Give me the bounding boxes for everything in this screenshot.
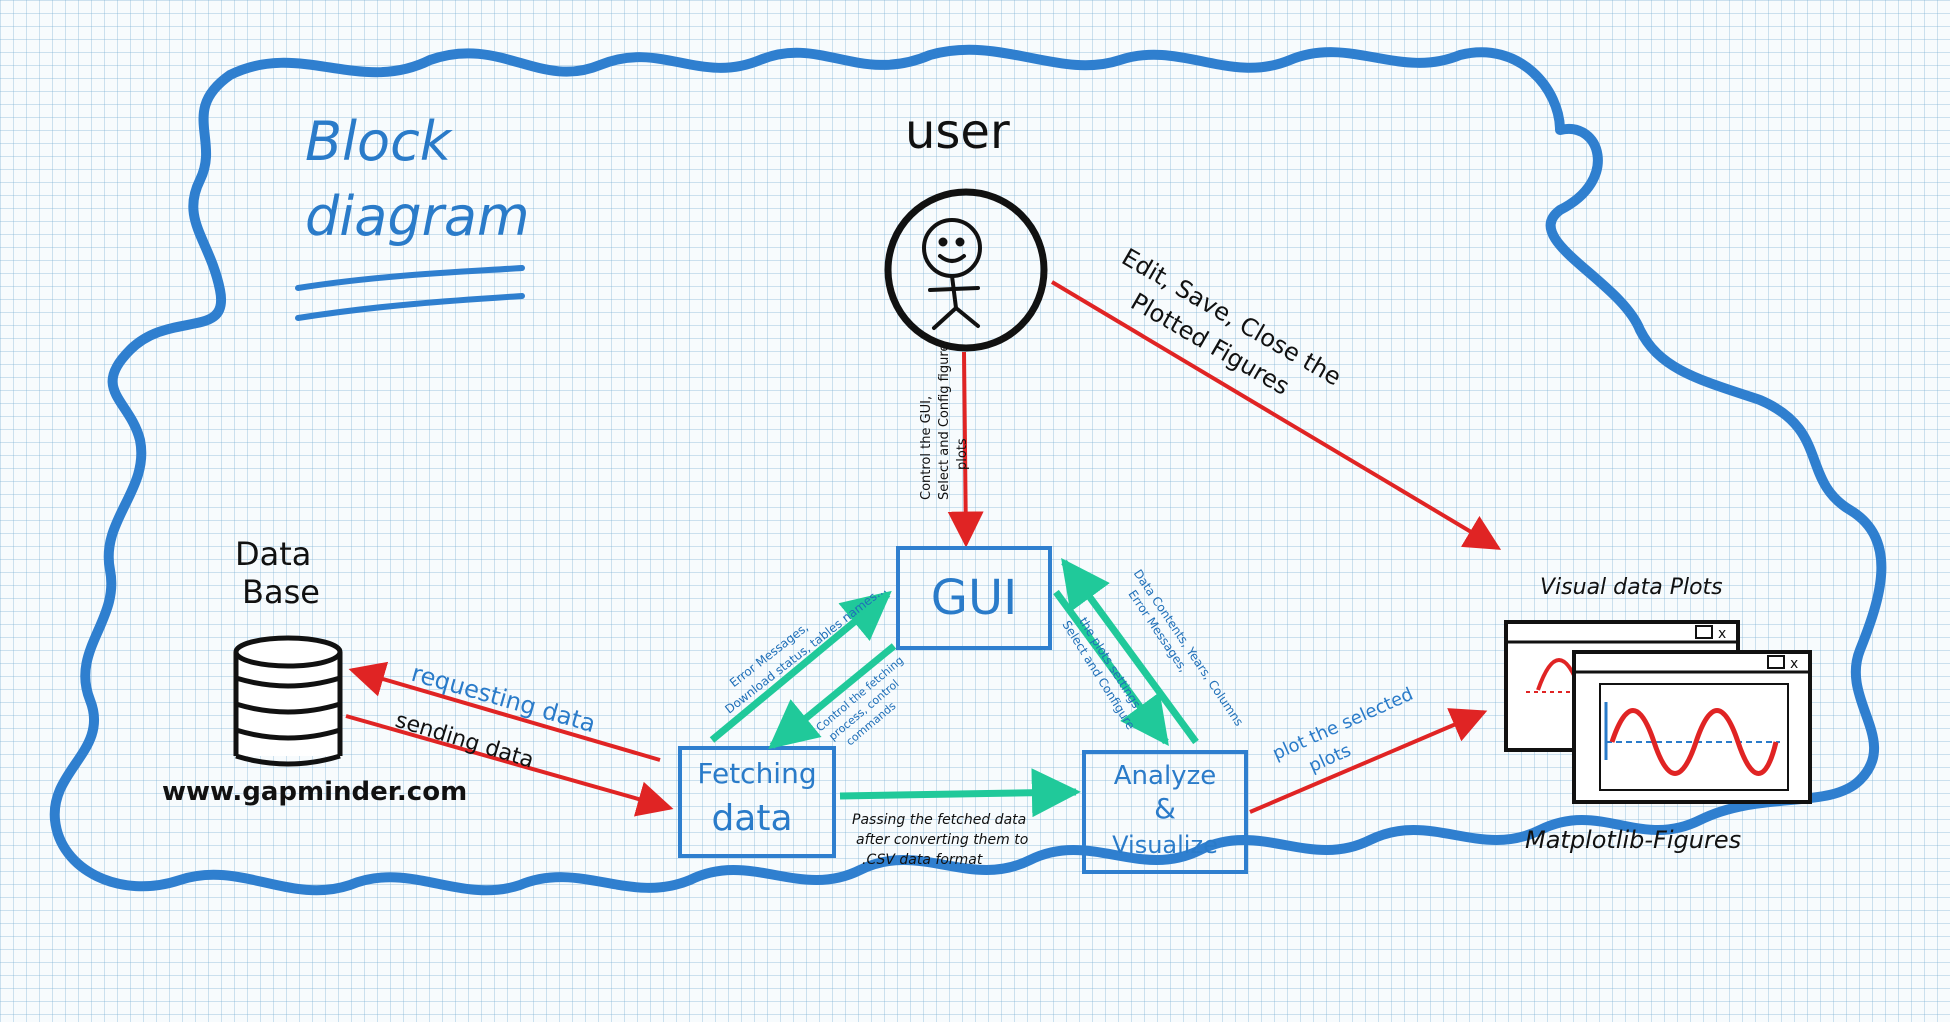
gui-label: GUI: [931, 570, 1017, 626]
database-url: www.gapminder.com: [162, 777, 467, 807]
title-line2: diagram: [305, 185, 530, 248]
database-label-line2: Base: [242, 573, 320, 611]
database-label-line1: Data: [235, 535, 311, 573]
label-user-to-gui-line3: plots: [955, 438, 970, 470]
arrow-analyze-to-gui: [1061, 558, 1199, 745]
label-fetch-to-analyze-line3: .CSV data format: [862, 852, 983, 868]
label-fetch-to-analyze-line2: after converting them to: [856, 832, 1028, 848]
plot-window-front: x: [1572, 650, 1812, 804]
arrow-fetch-to-analyze: [839, 768, 1081, 818]
fetching-data-block: [678, 746, 836, 858]
fetching-label-line2: data: [711, 798, 792, 839]
arrow-gui-to-fetch: [768, 643, 897, 750]
fetching-label-line1: Fetching: [697, 757, 816, 790]
arrow-user-to-plots: [1050, 280, 1502, 550]
arrow-requesting-data: [348, 661, 661, 762]
analyze-label-line2: &: [1154, 792, 1176, 825]
arrow-sending-data: [345, 714, 674, 817]
database-icon: [233, 635, 343, 767]
user-label: user: [905, 104, 1010, 160]
analyze-label-line3: Visualize: [1112, 831, 1218, 859]
label-user-to-gui-line1: Control the GUI,: [919, 396, 934, 500]
close-icon-front: x: [1790, 656, 1798, 672]
arrow-gui-to-analyze: [1053, 589, 1169, 746]
arrow-user-to-gui: [947, 351, 984, 548]
arrow-analyze-to-plots: [1249, 708, 1488, 814]
label-analyze-to-gui-line2: Data Contents, Years, Columns: [1131, 567, 1246, 729]
close-icon: x: [1718, 626, 1726, 642]
title-underline-second: [295, 293, 525, 321]
stick-figure-icon: [922, 218, 982, 330]
label-user-to-gui-line2: Select and Config figure: [937, 344, 952, 500]
analyze-label-line1: Analyze: [1114, 761, 1216, 791]
title-line1: Block: [305, 110, 454, 173]
user-circle: [884, 188, 1048, 352]
arrow-fetch-to-gui: [709, 590, 892, 743]
cloud-border: [49, 44, 1887, 896]
analyze-visualize-block: [1082, 750, 1248, 874]
label-fetch-to-analyze-line1: Passing the fetched data: [852, 812, 1026, 828]
gui-block: [896, 546, 1052, 650]
title-underline: [295, 265, 525, 291]
plots-label-bottom: Matplotlib-Figures: [1525, 826, 1741, 854]
plots-label-top: Visual data Plots: [1540, 575, 1723, 600]
